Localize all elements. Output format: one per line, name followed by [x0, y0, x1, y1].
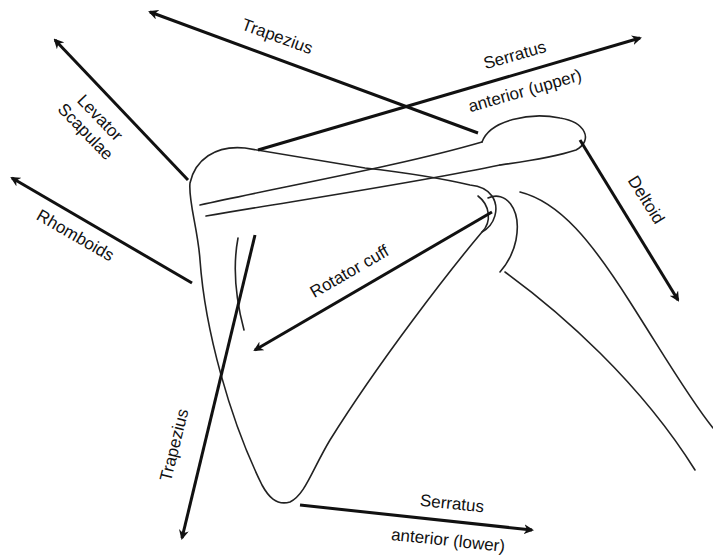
acromion [482, 116, 585, 165]
scapula-outline [190, 148, 496, 503]
humeral-head [488, 196, 517, 272]
scapular-spine-lower [206, 165, 500, 216]
muscle-label: Trapezius [239, 15, 316, 59]
muscle-label: Serratus anterior (lower) [385, 478, 514, 556]
force-arrow [182, 235, 255, 538]
force-arrow [150, 12, 478, 133]
muscle-label: Serratus anterior (upper) [451, 20, 589, 126]
muscle-label: Levator Scapulae [46, 78, 138, 171]
force-arrow [580, 140, 678, 300]
humerus-shaft [505, 272, 695, 470]
force-arrow [12, 178, 192, 283]
scapular-spine [200, 142, 482, 205]
muscle-label: Trapezius [156, 407, 194, 484]
humerus-shaft-upper [520, 192, 713, 428]
force-arrow [255, 212, 492, 350]
